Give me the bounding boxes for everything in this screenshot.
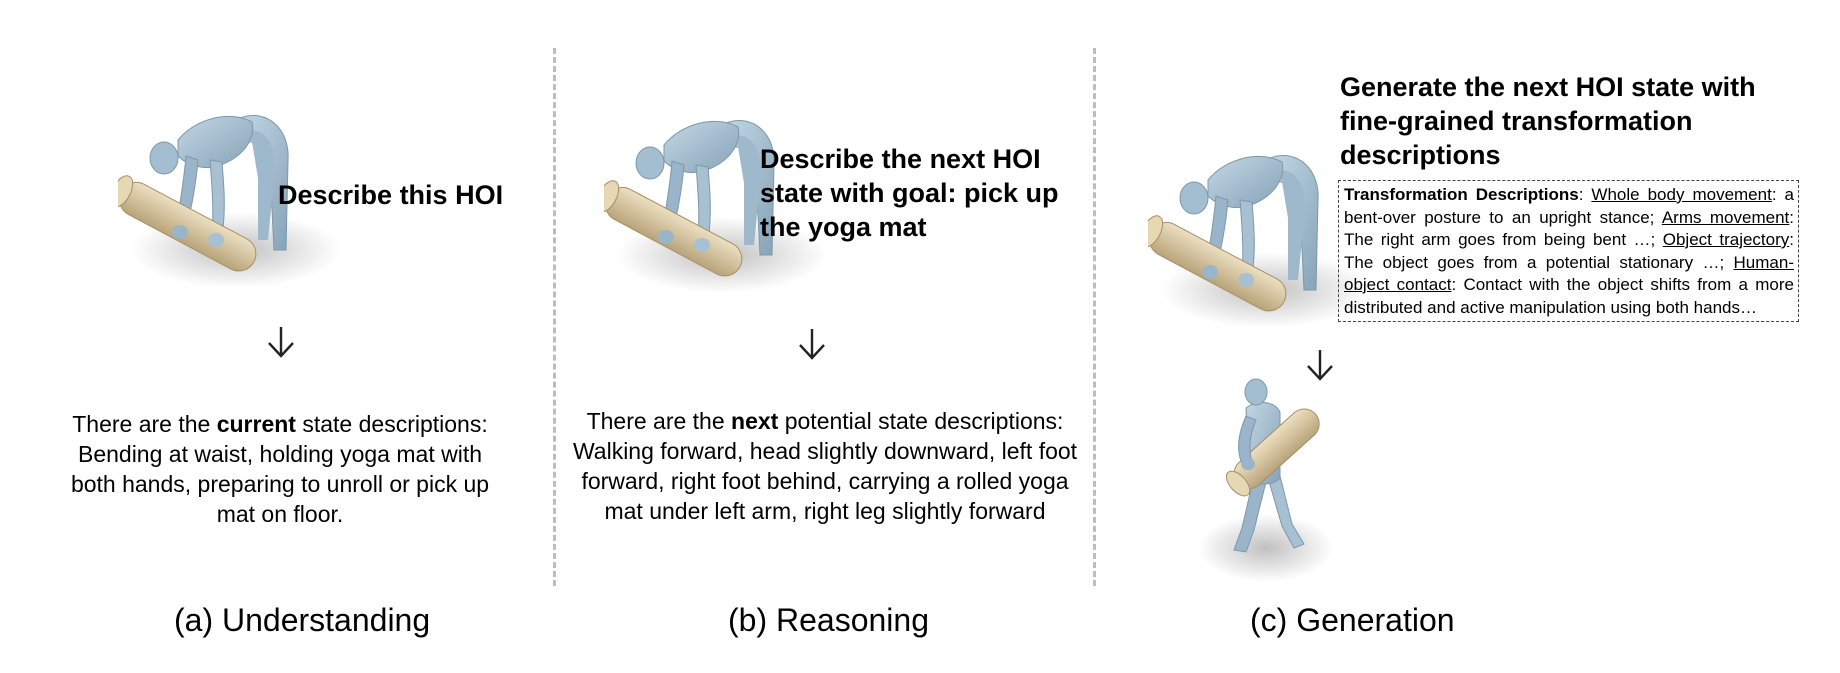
divider-left <box>553 48 556 586</box>
arms-movement-label: Arms movement <box>1661 207 1790 227</box>
reasoning-caption: (b) Reasoning <box>728 602 929 638</box>
panel-understanding: Describe this HOI There are the current … <box>0 0 553 673</box>
human-object-contact-text: : Contact with the object shifts from a … <box>1344 275 1795 317</box>
desc-suffix: state descriptions: Bending at waist, ho… <box>70 411 490 527</box>
reasoning-description: There are the next potential state descr… <box>570 406 1080 526</box>
desc-suffix: potential state descriptions: Walking fo… <box>572 408 1078 524</box>
object-trajectory-text: : The object goes from a potential stati… <box>1344 230 1795 272</box>
desc-prefix: There are the <box>586 408 732 434</box>
transformation-descriptions-box: Transformation Descriptions: Whole body … <box>1338 180 1799 322</box>
understanding-prompt: Describe this HOI <box>278 180 504 210</box>
object-trajectory-label: Object trajectory <box>1662 230 1790 249</box>
understanding-description: There are the current state descriptions… <box>60 409 500 529</box>
understanding-caption: (a) Understanding <box>174 602 431 638</box>
transformation-heading: Transformation Descriptions <box>1344 185 1579 204</box>
desc-emphasis: next <box>731 408 779 434</box>
desc-emphasis: current <box>216 411 296 437</box>
hoi-walking-figure <box>1197 378 1335 583</box>
panel-generation: Generate the next HOI state with fine-gr… <box>1096 0 1840 673</box>
human-object-contact-label: Human-object contact <box>1344 252 1794 295</box>
down-arrow-icon <box>798 327 826 360</box>
generation-caption: (c) Generation <box>1250 602 1455 638</box>
divider-right <box>1093 48 1096 586</box>
heading-separator: : <box>1578 185 1592 204</box>
panel-reasoning: Describe the next HOI state with goal: p… <box>556 0 1093 673</box>
whole-body-movement-label: Whole body movement <box>1591 185 1772 204</box>
generation-prompt: Generate the next HOI state with fine-gr… <box>1340 72 1756 170</box>
whole-body-movement-text: : a bent-over posture to an upright stan… <box>1344 185 1794 227</box>
down-arrow-icon <box>1306 348 1334 381</box>
arms-movement-text: : The right arm goes from being bent …; <box>1344 207 1794 250</box>
reasoning-prompt: Describe the next HOI state with goal: p… <box>760 144 1059 242</box>
down-arrow-icon <box>267 325 295 358</box>
desc-prefix: There are the <box>72 411 217 437</box>
